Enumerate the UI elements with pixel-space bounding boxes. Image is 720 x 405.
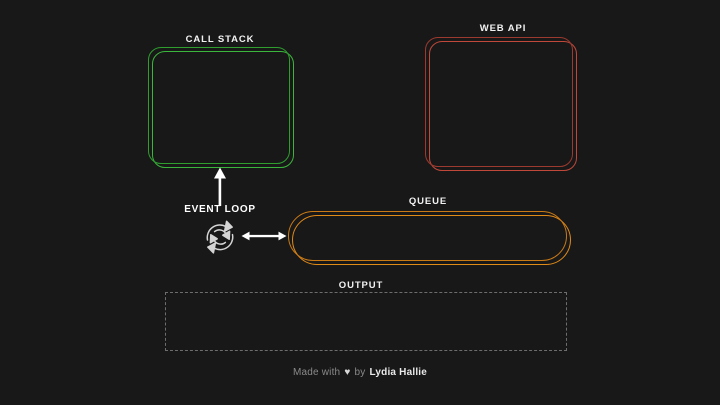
footer-by-text: by [354,367,366,378]
web-api-box[interactable] [425,37,577,171]
queue-border-inner [288,211,567,261]
footer-author-name[interactable]: Lydia Hallie [369,367,428,378]
queue-label: QUEUE [408,196,448,207]
arrow-left-right-icon [241,231,287,241]
call-stack-label: CALL STACK [185,34,255,45]
footer-credit: Made with ♥ by Lydia Hallie [293,367,427,378]
heart-icon: ♥ [344,367,351,378]
output-label: OUTPUT [338,280,384,291]
web-api-label: WEB API [479,23,527,34]
loop-refresh-icon [206,220,234,254]
web-api-border-inner [425,37,573,167]
web-api-border-outer [429,41,577,171]
call-stack-border-inner [148,47,290,164]
call-stack-box[interactable] [148,47,294,168]
arrow-up-icon [214,167,226,206]
event-loop-label: EVENT LOOP [184,204,256,215]
queue-box[interactable] [288,211,571,265]
output-box[interactable] [165,292,567,351]
call-stack-border-outer [152,51,294,168]
footer-made-with-text: Made with [292,367,341,378]
